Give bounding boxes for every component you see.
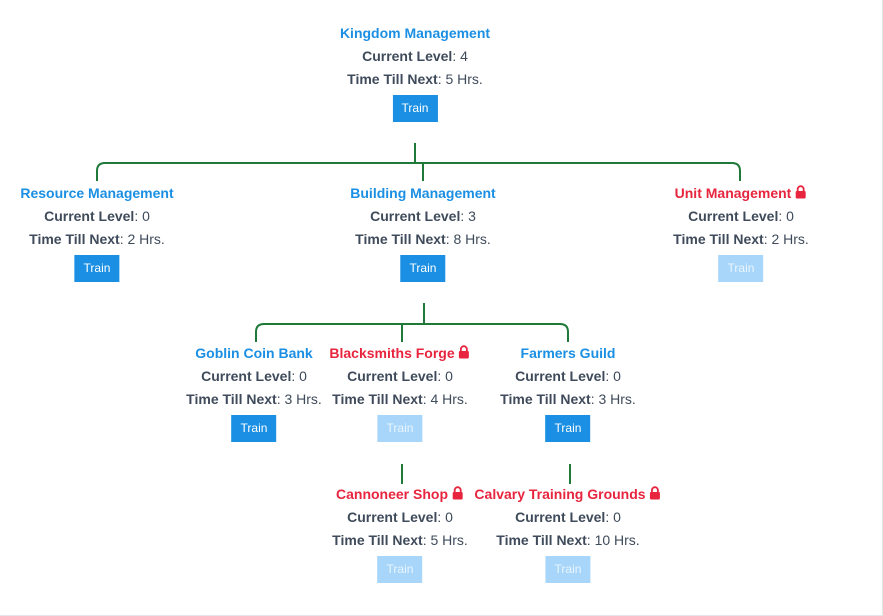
node-cannoneer-shop: Cannoneer Shop Current Level: 0 Time Til… [332, 483, 468, 583]
current-level-row: Current Level: 0 [329, 365, 470, 388]
current-level-value: : 0 [778, 208, 794, 224]
node-title: Blacksmiths Forge [329, 342, 470, 365]
time-till-next-label: Time Till Next [332, 532, 423, 548]
node-title: Unit Management [673, 182, 809, 205]
time-till-next-value: : 8 Hrs. [445, 231, 491, 247]
time-till-next-row: Time Till Next: 4 Hrs. [329, 388, 470, 411]
time-till-next-value: : 2 Hrs. [763, 231, 809, 247]
node-building-management: Building Management Current Level: 3 Tim… [350, 182, 496, 282]
current-level-value: : 0 [134, 208, 150, 224]
time-till-next-row: Time Till Next: 2 Hrs. [20, 228, 173, 251]
train-button-kingdom[interactable]: Train [392, 95, 438, 122]
time-till-next-label: Time Till Next [186, 391, 277, 407]
current-level-row: Current Level: 0 [186, 365, 322, 388]
current-level-row: Current Level: 0 [673, 205, 809, 228]
time-till-next-value: : 5 Hrs. [422, 532, 468, 548]
current-level-row: Current Level: 0 [474, 506, 661, 529]
current-level-value: : 0 [605, 368, 621, 384]
time-till-next-row: Time Till Next: 2 Hrs. [673, 228, 809, 251]
time-till-next-row: Time Till Next: 3 Hrs. [186, 388, 322, 411]
node-title: Calvary Training Grounds [474, 483, 661, 506]
node-title: Goblin Coin Bank [195, 345, 313, 361]
time-till-next-value: : 4 Hrs. [422, 391, 468, 407]
lock-icon [452, 486, 463, 500]
current-level-value: : 0 [291, 368, 307, 384]
train-button-cannoneer[interactable]: Train [377, 556, 423, 583]
time-till-next-value: : 10 Hrs. [586, 532, 640, 548]
train-button-resource[interactable]: Train [74, 255, 120, 282]
node-resource-management: Resource Management Current Level: 0 Tim… [20, 182, 174, 282]
train-button-farmers[interactable]: Train [545, 415, 591, 442]
current-level-label: Current Level [688, 208, 779, 224]
node-title: Cannoneer Shop [332, 483, 468, 506]
time-till-next-value: : 5 Hrs. [437, 71, 483, 87]
time-till-next-label: Time Till Next [29, 231, 120, 247]
time-till-next-label: Time Till Next [347, 71, 438, 87]
node-blacksmiths-forge: Blacksmiths Forge Current Level: 0 Time … [329, 342, 470, 442]
time-till-next-label: Time Till Next [332, 391, 423, 407]
time-till-next-row: Time Till Next: 5 Hrs. [332, 529, 468, 552]
current-level-value: : 0 [437, 509, 453, 525]
time-till-next-label: Time Till Next [355, 231, 446, 247]
node-title: Resource Management [20, 185, 174, 201]
current-level-label: Current Level [370, 208, 461, 224]
current-level-row: Current Level: 4 [340, 45, 490, 68]
current-level-row: Current Level: 0 [20, 205, 173, 228]
node-title: Building Management [350, 185, 496, 201]
current-level-value: : 3 [460, 208, 476, 224]
lock-icon [795, 185, 806, 199]
current-level-row: Current Level: 3 [350, 205, 495, 228]
connector-level1-bar [96, 162, 741, 181]
time-till-next-row: Time Till Next: 10 Hrs. [474, 529, 661, 552]
current-level-row: Current Level: 0 [332, 506, 468, 529]
time-till-next-label: Time Till Next [496, 532, 587, 548]
time-till-next-label: Time Till Next [673, 231, 764, 247]
current-level-label: Current Level [347, 509, 438, 525]
time-till-next-row: Time Till Next: 3 Hrs. [500, 388, 636, 411]
current-level-label: Current Level [201, 368, 292, 384]
time-till-next-label: Time Till Next [500, 391, 591, 407]
current-level-label: Current Level [515, 368, 606, 384]
node-farmers-guild: Farmers Guild Current Level: 0 Time Till… [500, 342, 636, 442]
time-till-next-value: : 3 Hrs. [276, 391, 322, 407]
current-level-label: Current Level [515, 509, 606, 525]
connector-level2-bar [255, 323, 569, 342]
time-till-next-value: : 3 Hrs. [590, 391, 636, 407]
current-level-label: Current Level [362, 48, 453, 64]
lock-icon [459, 345, 470, 359]
current-level-row: Current Level: 0 [500, 365, 636, 388]
time-till-next-row: Time Till Next: 8 Hrs. [350, 228, 495, 251]
current-level-label: Current Level [347, 368, 438, 384]
node-unit-management: Unit Management Current Level: 0 Time Ti… [673, 182, 809, 282]
node-goblin-coin-bank: Goblin Coin Bank Current Level: 0 Time T… [186, 342, 322, 442]
node-title: Kingdom Management [339, 25, 491, 41]
time-till-next-value: : 2 Hrs. [119, 231, 165, 247]
current-level-value: : 4 [452, 48, 468, 64]
node-title: Farmers Guild [520, 345, 616, 361]
train-button-goblin[interactable]: Train [231, 415, 277, 442]
time-till-next-row: Time Till Next: 5 Hrs. [340, 68, 490, 91]
node-kingdom-management: Kingdom Management Current Level: 4 Time… [340, 22, 490, 122]
node-calvary-training-grounds: Calvary Training Grounds Current Level: … [474, 483, 661, 583]
lock-icon [650, 486, 661, 500]
current-level-label: Current Level [44, 208, 135, 224]
train-button-calvary[interactable]: Train [545, 556, 591, 583]
current-level-value: : 0 [605, 509, 621, 525]
train-button-building[interactable]: Train [400, 255, 446, 282]
train-button-blacksmith[interactable]: Train [377, 415, 423, 442]
current-level-value: : 0 [437, 368, 453, 384]
train-button-unit[interactable]: Train [718, 255, 764, 282]
